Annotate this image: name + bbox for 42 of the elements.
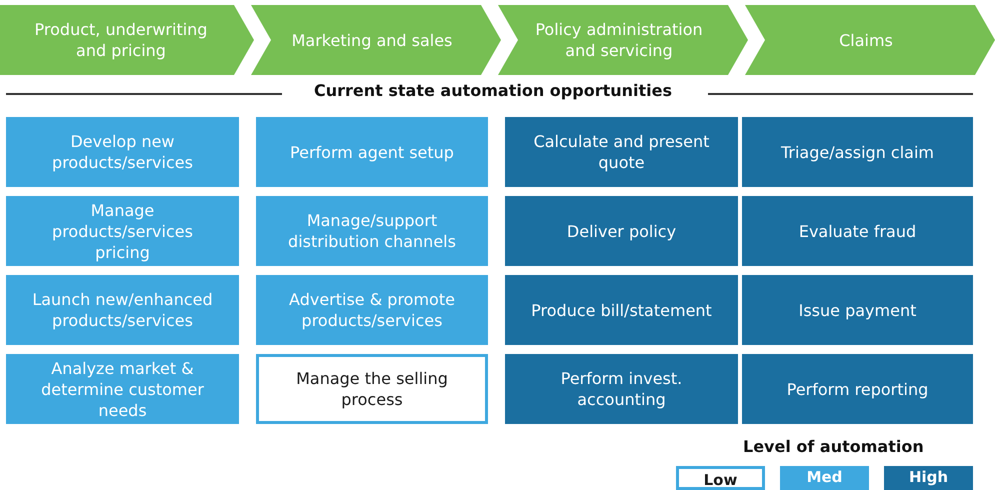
activity-label: Advertise & promote products/services: [288, 289, 456, 331]
activity-box: [6, 354, 239, 424]
legend-title: Level of automation: [743, 437, 924, 456]
activity-box: [256, 196, 488, 266]
stage-label: Policy administration and servicing: [534, 19, 704, 61]
activity-label: Issue payment: [798, 300, 916, 320]
legend-swatch: Low: [676, 466, 765, 490]
activity-box: [505, 196, 738, 266]
section-heading: Current state automation opportunities: [314, 81, 672, 100]
activity-label: Perform reporting: [786, 378, 928, 400]
activity-box: [742, 354, 973, 424]
activity-label: Analyze market & determine customer needs: [40, 358, 205, 420]
stage-label: Marketing and sales: [292, 30, 452, 50]
activity-box: [256, 354, 488, 424]
activity-label: Develop new products/services: [51, 131, 194, 173]
activity-label: Manage products/services pricing: [51, 200, 194, 262]
activity-box: [742, 117, 973, 187]
legend-swatch: High: [884, 466, 973, 490]
activity-box: [505, 117, 738, 187]
activity-box: [742, 196, 973, 266]
activity-label: Produce bill/statement: [531, 300, 712, 320]
stage-label: Claims: [839, 30, 893, 50]
stage-banner: [0, 5, 254, 75]
activity-label: Manage/support distribution channels: [287, 210, 457, 252]
activity-label: Manage the selling process: [295, 368, 449, 410]
activity-box: [505, 275, 738, 345]
legend-swatch: Med: [780, 466, 869, 490]
activity-label: Deliver policy: [566, 220, 676, 242]
activity-label: Triage/assign claim: [780, 142, 934, 162]
activity-box: [6, 196, 239, 266]
activity-label: Launch new/enhanced products/services: [31, 289, 214, 331]
activity-box: [6, 117, 239, 187]
activity-label: Perform invest. accounting: [560, 368, 684, 410]
activity-box: [505, 354, 738, 424]
activity-box: [256, 275, 488, 345]
activity-label: Perform agent setup: [290, 142, 454, 162]
activity-box: [256, 117, 488, 187]
activity-box: [6, 275, 239, 345]
activity-label: Evaluate fraud: [798, 220, 916, 242]
stage-label: Product, underwriting and pricing: [34, 19, 208, 61]
activity-label: Calculate and present quote: [532, 131, 710, 173]
activity-box: [742, 275, 973, 345]
